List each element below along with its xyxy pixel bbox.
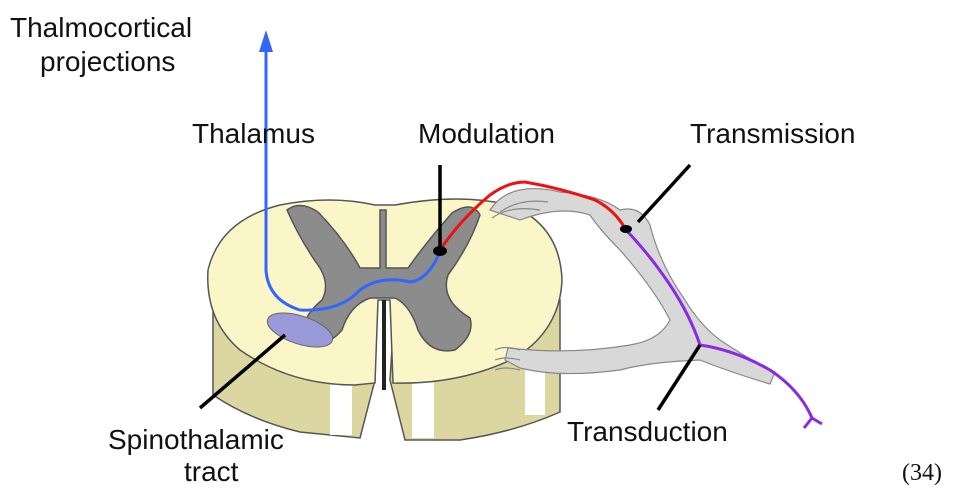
transmission-leader-line — [638, 165, 690, 222]
cord-side-highlight — [412, 380, 434, 438]
transmission-label: Transmission — [690, 118, 855, 150]
nerve-ending — [804, 418, 822, 428]
figure-number: (34) — [902, 460, 942, 487]
cord-side-highlight — [330, 380, 352, 435]
transduction-label: Transduction — [567, 416, 728, 448]
thalamocortical-label-line2: projections — [40, 46, 175, 78]
modulation-label: Modulation — [418, 118, 555, 150]
thalamocortical-label-line1: Thalmocortical — [10, 12, 192, 44]
blue-arrowhead — [259, 30, 273, 52]
spinothalamic-label-line2: tract — [184, 456, 238, 488]
thalamus-label: Thalamus — [192, 118, 315, 150]
transmission-ganglion-dot — [620, 225, 632, 233]
spinothalamic-label-line1: Spinothalamic — [108, 424, 284, 456]
